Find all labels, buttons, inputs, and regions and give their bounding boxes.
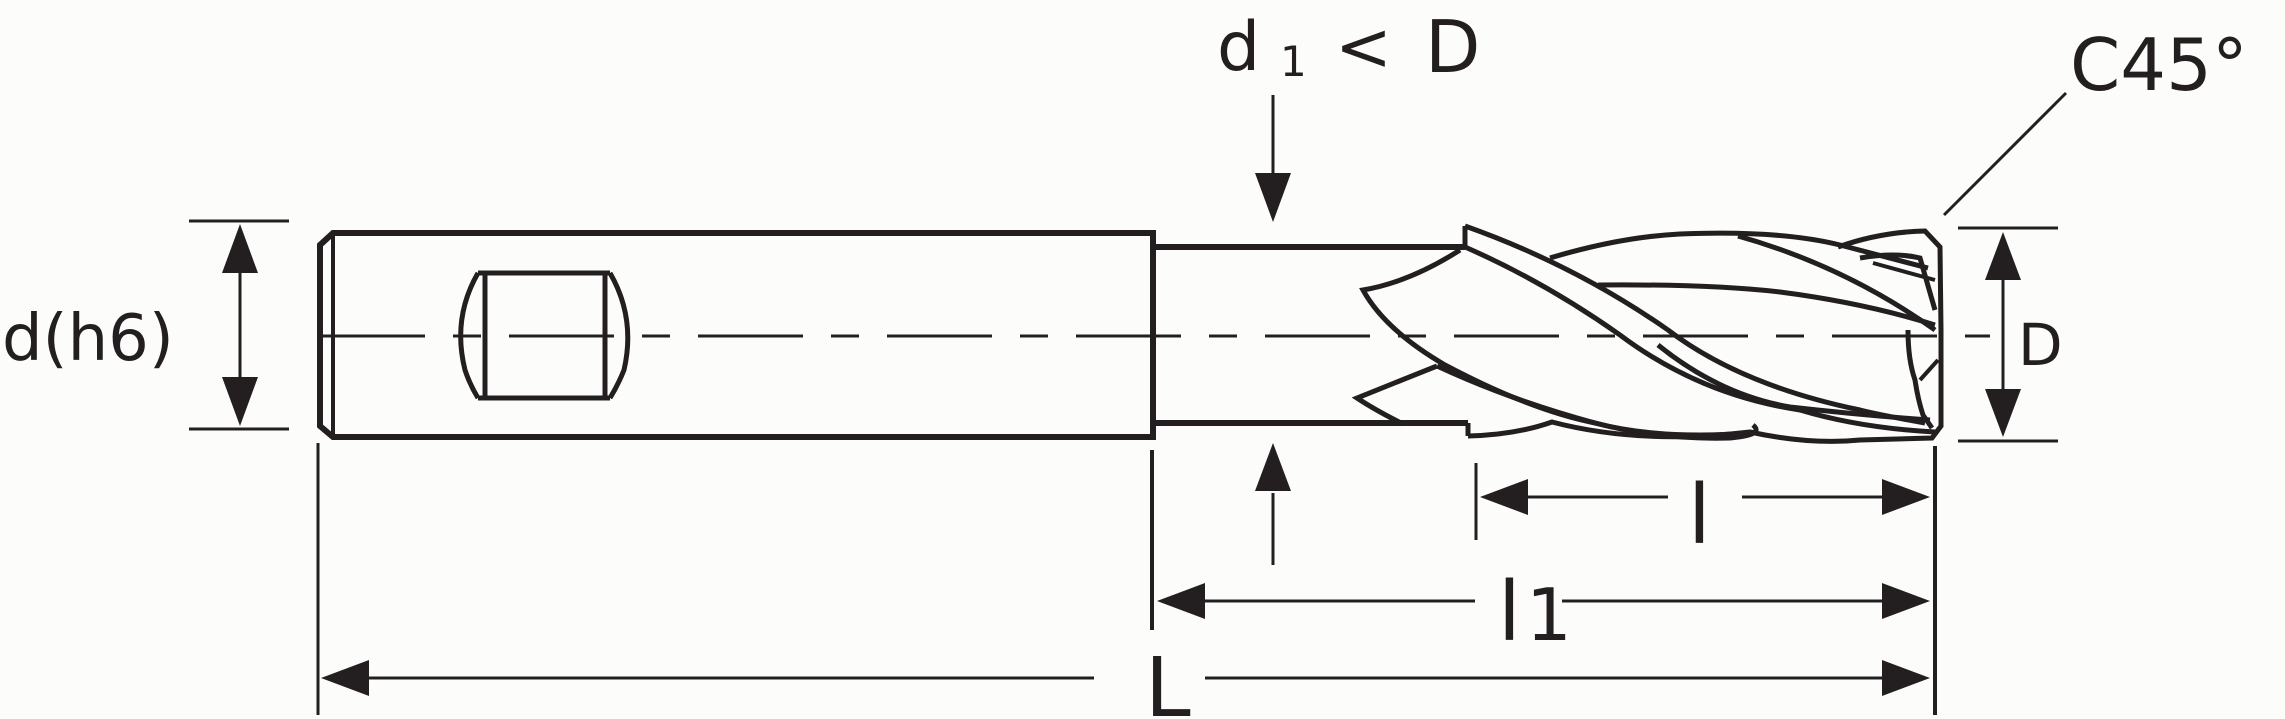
arrowhead <box>222 224 258 273</box>
overall-length-dimension <box>321 660 1930 696</box>
arrowhead <box>321 660 369 696</box>
chamfer-label: C45° <box>2070 23 2248 107</box>
cutting-length-dimension <box>1480 479 1930 515</box>
labels: d 1 < D C45° d(h6) D l l 1 L <box>2 5 2248 719</box>
arrowhead <box>1985 389 2021 437</box>
arrowhead <box>1255 173 1291 222</box>
arrowhead <box>1255 443 1291 491</box>
cutting-head <box>1351 223 1944 444</box>
arrowhead <box>1985 232 2021 280</box>
less-than-symbol: < <box>1335 8 1392 87</box>
L-label: L <box>1145 641 1191 719</box>
clamping-flat <box>458 270 631 401</box>
arrowhead <box>222 377 258 426</box>
neck <box>1150 226 1471 437</box>
d1-label: d <box>1217 8 1260 87</box>
D-right-label: D <box>2018 311 2063 379</box>
l1-label: l <box>1498 565 1521 660</box>
extension-lines <box>316 443 1937 715</box>
arrowhead <box>1882 583 1930 619</box>
neck-diameter-indicator <box>1255 95 1291 565</box>
arrowhead <box>1882 660 1930 696</box>
arrowhead <box>1157 583 1205 619</box>
d1-subscript: 1 <box>1280 37 1307 86</box>
D-top-label: D <box>1425 5 1480 89</box>
cutting-diameter-dimension <box>1958 226 2058 443</box>
shank-diameter-label: d(h6) <box>2 302 174 376</box>
l-label: l <box>1688 468 1711 563</box>
arrowhead <box>1480 479 1528 515</box>
neck-length-dimension <box>1157 583 1930 619</box>
shank-diameter-dimension <box>189 219 289 431</box>
l1-subscript: 1 <box>1526 573 1572 657</box>
arrowhead <box>1882 479 1930 515</box>
chamfer-leader <box>1942 91 2068 217</box>
